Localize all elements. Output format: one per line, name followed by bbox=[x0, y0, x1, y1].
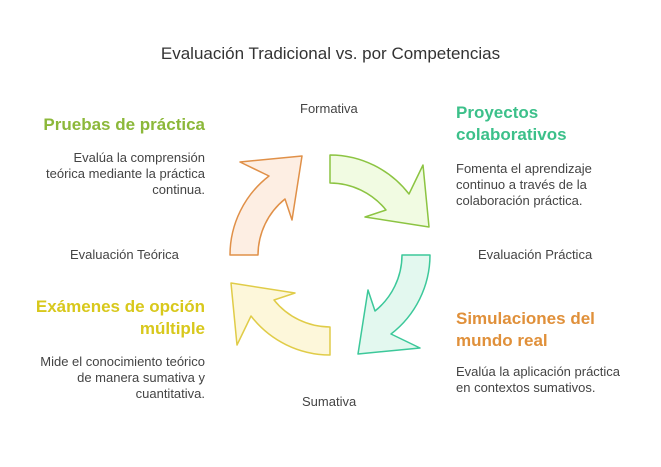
quadrant-bottom-right-desc-line: Evalúa la aplicación práctica bbox=[456, 364, 621, 379]
quadrant-bottom-right-heading-line: mundo real bbox=[456, 331, 548, 350]
quadrant-bottom-left-desc-line: de manera sumativa y bbox=[77, 370, 205, 385]
quadrant-top-right-description: Fomenta el aprendizaje continuo a través… bbox=[456, 161, 592, 209]
quadrant-bottom-right-description: Evalúa la aplicación práctica en context… bbox=[456, 364, 620, 396]
quadrant-top-left-heading-text: Pruebas de práctica bbox=[43, 115, 205, 134]
quadrant-top-right-desc-line: continuo a través de la bbox=[456, 177, 587, 192]
cycle-segment-bottom-left bbox=[230, 282, 331, 356]
quadrant-top-right-desc-line: colaboración práctica. bbox=[456, 193, 583, 208]
quadrant-top-right-heading-line: colaborativos bbox=[456, 125, 567, 144]
quadrant-top-left-heading: Pruebas de práctica bbox=[43, 114, 205, 136]
diagram-title: Evaluación Tradicional vs. por Competenc… bbox=[160, 44, 501, 63]
quadrant-top-left-desc-line: Evalúa la comprensión bbox=[73, 150, 205, 165]
quadrant-top-right-heading: Proyectos colaborativos bbox=[456, 102, 567, 146]
cycle-segment-bottom-right bbox=[357, 254, 431, 355]
axis-label-bottom: Sumativa bbox=[302, 394, 357, 409]
quadrant-top-left-description: Evalúa la comprensión teórica mediante l… bbox=[46, 150, 205, 198]
quadrant-bottom-right-heading: Simulaciones del mundo real bbox=[456, 308, 595, 352]
quadrant-bottom-left-heading: Exámenes de opción múltiple bbox=[36, 296, 205, 340]
quadrant-bottom-left-description: Mide el conocimiento teórico de manera s… bbox=[40, 354, 205, 402]
quadrant-top-right-desc-line: Fomenta el aprendizaje bbox=[456, 161, 592, 176]
axis-label-right: Evaluación Práctica bbox=[478, 247, 593, 262]
cycle-segment-top-right bbox=[329, 154, 430, 228]
quadrant-bottom-left-desc-line: cuantitativa. bbox=[135, 386, 205, 401]
axis-label-top: Formativa bbox=[300, 101, 358, 116]
axis-label-left: Evaluación Teórica bbox=[70, 247, 179, 262]
quadrant-bottom-right-heading-line: Simulaciones del bbox=[456, 309, 595, 328]
quadrant-bottom-right-desc-line: en contextos sumativos. bbox=[456, 380, 596, 395]
quadrant-bottom-left-heading-line: Exámenes de opción bbox=[35, 297, 205, 316]
quadrant-bottom-left-heading-line: múltiple bbox=[139, 319, 205, 338]
quadrant-top-right-heading-line: Proyectos bbox=[456, 103, 539, 122]
quadrant-bottom-left-desc-line: Mide el conocimiento teórico bbox=[40, 354, 205, 369]
quadrant-top-left-desc-line: teórica mediante la práctica bbox=[46, 166, 205, 181]
quadrant-top-left-desc-line: continua. bbox=[152, 182, 205, 197]
cycle-segment-top-left bbox=[229, 155, 303, 256]
